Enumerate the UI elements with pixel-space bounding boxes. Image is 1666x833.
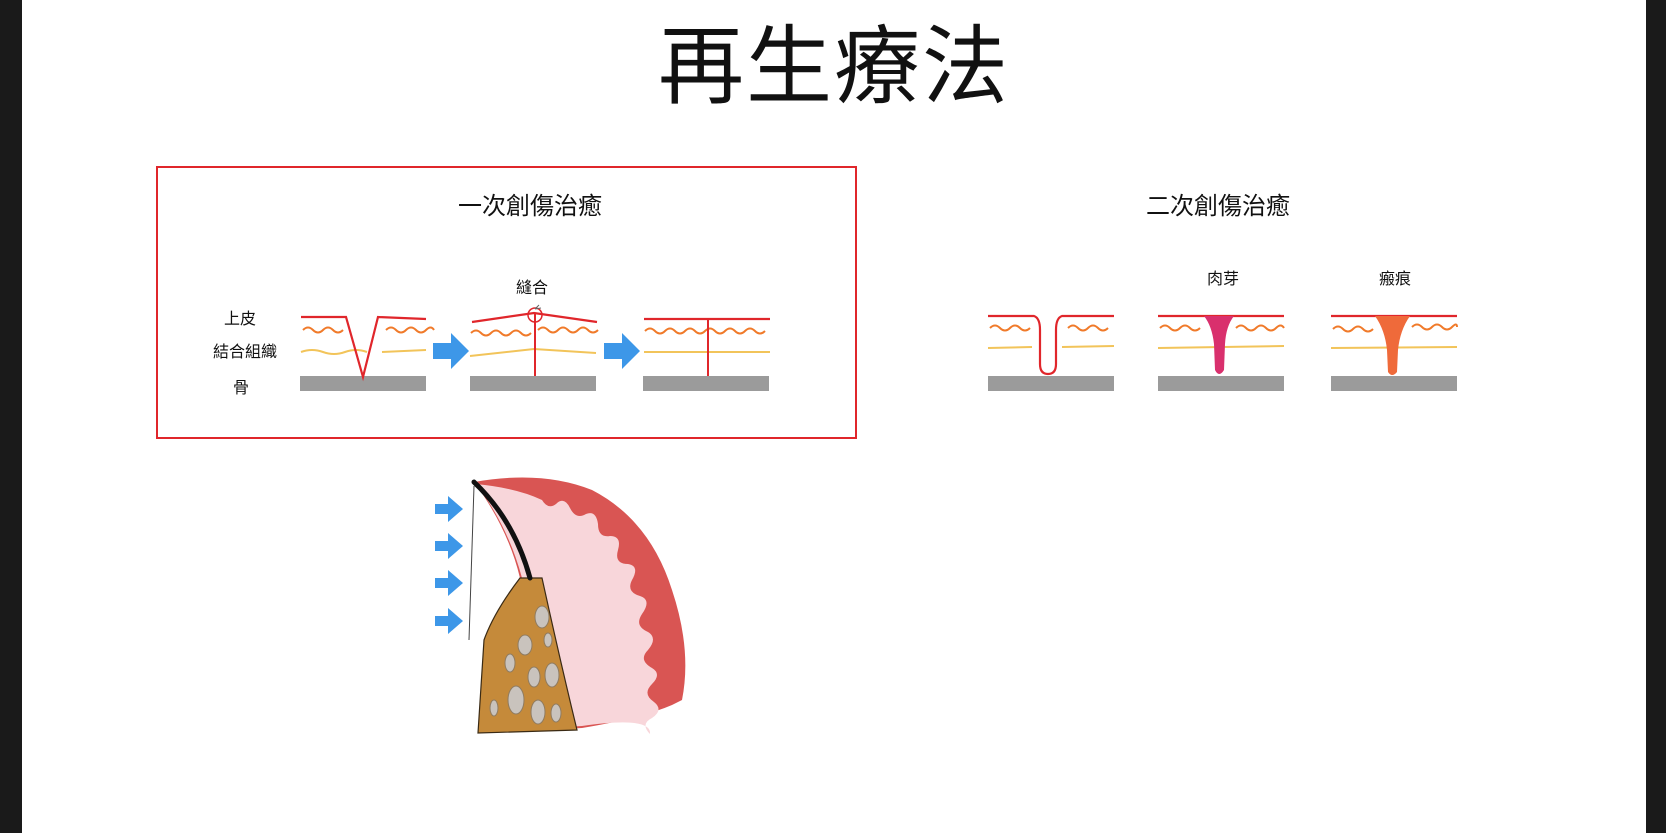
root-outline xyxy=(468,485,475,641)
periodontal-cross-section xyxy=(435,477,686,734)
bone-bar xyxy=(1158,376,1284,391)
connective-tissue xyxy=(476,484,659,734)
granulation-label: 肉芽 xyxy=(1207,269,1240,288)
bone-marrow-spaces xyxy=(489,605,562,725)
secondary-stage-1 xyxy=(987,314,1115,391)
primary-healing-title: 一次創傷治癒 xyxy=(458,192,602,220)
right-window-border xyxy=(1646,0,1666,833)
scar-label: 瘢痕 xyxy=(1379,269,1412,288)
secondary-healing-title: 二次創傷治癒 xyxy=(1146,192,1290,220)
bone-bar xyxy=(643,376,769,391)
right-arrow-icon xyxy=(604,333,640,369)
primary-stage-3 xyxy=(643,317,770,391)
slide-title: 再生療法 xyxy=(658,17,1010,117)
bone-bar xyxy=(1331,376,1457,391)
bone-bar xyxy=(470,376,596,391)
right-arrow-icon xyxy=(435,608,463,634)
secondary-stage-2 xyxy=(1157,314,1285,391)
right-arrow-icon xyxy=(435,533,463,559)
granulation-tissue xyxy=(1204,316,1234,374)
slide: 再生療法 一次創傷治癒 二次創傷治癒 上皮 結合組織 骨 縫合 肉芽 瘢痕 xyxy=(22,0,1646,833)
epithelium-v-wound xyxy=(301,315,427,382)
bone-label: 骨 xyxy=(233,378,250,397)
suture-label: 縫合 xyxy=(516,278,549,297)
primary-stage-2 xyxy=(469,304,599,391)
alveolar-bone xyxy=(477,577,578,734)
left-window-border xyxy=(0,0,22,833)
scar-tissue xyxy=(1375,316,1410,375)
right-arrow-icon xyxy=(435,496,463,522)
bone-bar xyxy=(300,376,426,391)
right-arrow-icon xyxy=(433,333,469,369)
bone-bar xyxy=(988,376,1114,391)
right-arrow-icon xyxy=(435,570,463,596)
primary-stage-1 xyxy=(300,315,435,391)
epithelium-label: 上皮 xyxy=(224,309,257,328)
primary-healing-highlight xyxy=(156,166,857,439)
root-surface-line xyxy=(471,479,533,581)
secondary-stage-3 xyxy=(1330,314,1458,391)
suture-knot-icon xyxy=(527,304,543,323)
healing-diagrams xyxy=(300,304,1458,734)
connective-tissue-label: 結合組織 xyxy=(213,342,278,361)
